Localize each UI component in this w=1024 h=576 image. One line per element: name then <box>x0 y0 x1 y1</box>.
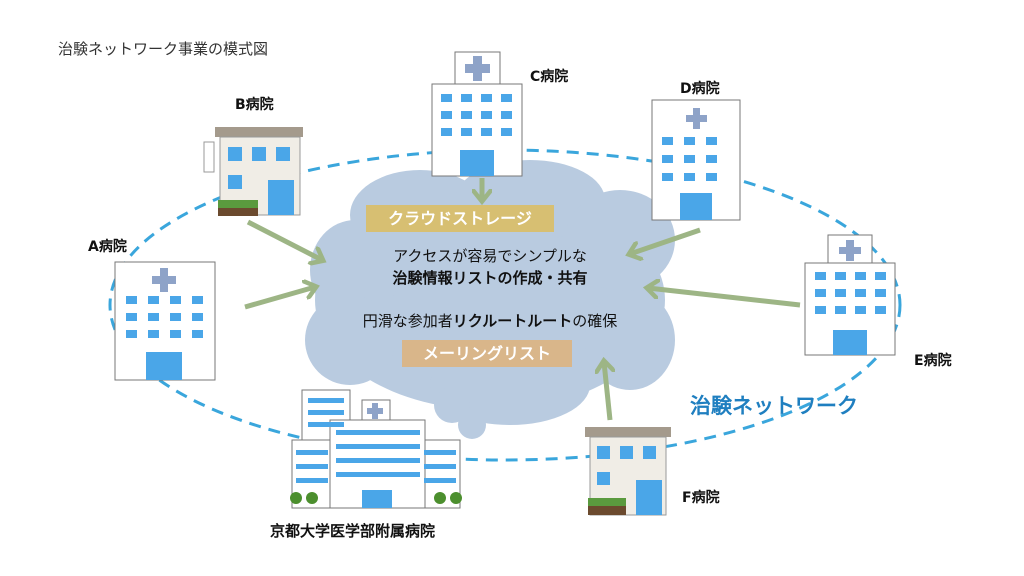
cloud-line-3-pre: 円滑な参加者 <box>362 312 453 330</box>
hospital-c-building <box>431 51 523 177</box>
hospital-a-building <box>114 261 216 381</box>
cloud-line-3-post: の確保 <box>572 312 618 330</box>
hospital-c-label: C病院 <box>530 69 569 85</box>
mailing-list-tag: メーリングリスト <box>402 340 572 367</box>
network-label: 治験ネットワーク <box>690 394 858 418</box>
page-title: 治験ネットワーク事業の模式図 <box>58 40 269 58</box>
cloud-line-2: 治験情報リストの作成・共有 <box>392 269 588 287</box>
cloud-line-3-bold: リクルートルート <box>452 312 573 330</box>
hospital-e-building <box>804 234 896 356</box>
kyoto-university-hospital-building <box>290 389 462 509</box>
cloud-storage-tag: クラウドストレージ <box>366 205 554 232</box>
arrows <box>244 178 801 421</box>
hospital-d-building <box>651 99 741 221</box>
kyoto-hospital-label: 京都大学医学部附属病院 <box>270 522 436 540</box>
network-ring <box>108 148 902 462</box>
hospital-e-label: E病院 <box>914 353 952 369</box>
cloud-line-3: 円滑な参加者リクルートルートの確保 <box>310 310 670 331</box>
cloud-line-1: アクセスが容易でシンプルな <box>393 247 587 265</box>
hospital-b-label: B病院 <box>235 97 274 113</box>
hospital-b-building <box>203 127 303 216</box>
cloud <box>305 160 675 439</box>
hospital-f-label: F病院 <box>682 490 720 506</box>
hospital-d-label: D病院 <box>680 81 720 97</box>
hospital-f-building <box>585 427 671 516</box>
hospital-a-label: A病院 <box>88 239 127 255</box>
